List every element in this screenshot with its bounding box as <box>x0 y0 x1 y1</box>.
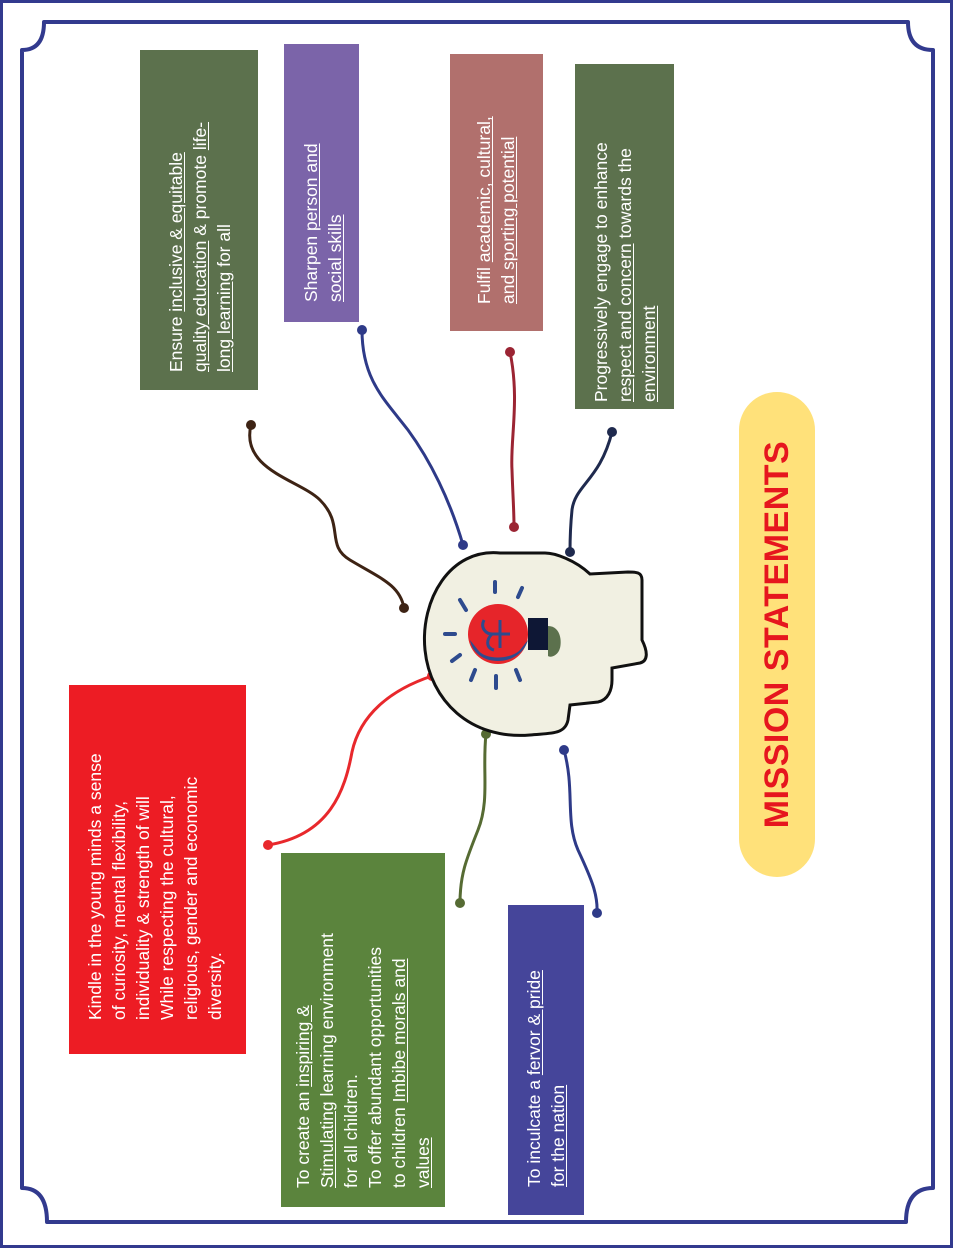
statement-line: diversity. <box>203 753 227 1020</box>
statement-text: To inculcate a fervor & pride for the na… <box>522 970 570 1187</box>
underlined-phrase: environment <box>639 305 659 402</box>
statement-line: long learning for all <box>212 122 236 372</box>
statement-potential: Fulfil academic, cultural,and sporting p… <box>450 54 543 331</box>
statement-line: quality education & promote life- <box>188 122 212 372</box>
underlined-phrase: academic, cultural, <box>474 116 494 263</box>
text-run: Fulfil <box>474 262 494 304</box>
statement-line: While respecting the cultural, <box>155 753 179 1020</box>
underlined-phrase: person and <box>301 143 321 231</box>
connector-skills <box>360 328 465 547</box>
text-run: Sharpen <box>301 230 321 302</box>
statement-line: social skills <box>323 143 347 302</box>
connector-nation <box>562 748 599 915</box>
underlined-phrase: respect and concern <box>615 243 635 402</box>
text-run: for all children. <box>341 1074 361 1188</box>
statement-line: Sharpen person and <box>299 143 323 302</box>
underlined-phrase: long learning <box>214 271 234 372</box>
text-run: To inculcate a <box>524 1075 544 1187</box>
underlined-phrase: inspiring & <box>293 1005 313 1087</box>
title-pill: MISSION STATEMENTS <box>739 392 815 877</box>
statement-line: To inculcate a fervor & pride <box>522 970 546 1187</box>
text-run: To offer abundant opportunities <box>365 947 385 1188</box>
text-run: Ensure <box>166 311 186 372</box>
connector-create <box>458 732 488 905</box>
text-run: Kindle in the young minds a sense <box>85 753 105 1020</box>
text-run: To create an <box>293 1086 313 1188</box>
statement-line: religious, gender and economic <box>179 753 203 1020</box>
text-run: religious, gender and economic <box>181 776 201 1020</box>
underlined-phrase: for the nation <box>548 1084 568 1187</box>
text-run: of curiosity, mental flexibility, <box>109 800 129 1020</box>
underlined-phrase: inclusive & equitable <box>166 152 186 312</box>
statement-line: respect and concern towards the <box>613 142 637 402</box>
statement-line: individuality & strength of will <box>131 753 155 1020</box>
text-run: individuality & strength of will <box>133 796 153 1020</box>
connector-kindle <box>266 674 434 847</box>
text-run: While respecting the cultural, <box>157 795 177 1020</box>
text-run: diversity. <box>205 952 225 1020</box>
statement-nation: To inculcate a fervor & pride for the na… <box>508 905 584 1215</box>
statement-line: To create an inspiring & <box>291 933 315 1188</box>
statement-line: and sporting potential <box>496 116 520 304</box>
statement-line: of curiosity, mental flexibility, <box>107 753 131 1020</box>
underlined-phrase: Stimulating <box>317 1101 337 1188</box>
underlined-phrase: life- <box>190 121 210 151</box>
statement-line: environment <box>637 142 661 402</box>
statement-line: Ensure inclusive & equitable <box>164 122 188 372</box>
statement-line: values <box>411 933 435 1188</box>
statement-line: for the nation <box>546 970 570 1187</box>
statement-line: To offer abundant opportunities <box>363 933 387 1188</box>
statement-line: for all children. <box>339 933 363 1188</box>
underlined-phrase: quality education <box>190 240 210 372</box>
underlined-phrase: and sporting potential <box>498 136 518 304</box>
text-run: learning environment <box>317 933 337 1102</box>
text-run: to children <box>389 1102 409 1188</box>
statement-create: To create an inspiring &Stimulating lear… <box>281 853 445 1207</box>
underlined-phrase: social skills <box>325 214 345 302</box>
text-run: for all <box>214 224 234 272</box>
statement-line: Progressively engage to enhance <box>589 142 613 402</box>
underlined-phrase: fervor & pride <box>524 970 544 1076</box>
connector-inclusive <box>248 423 406 610</box>
connector-environment <box>568 430 614 554</box>
connector-potential <box>508 350 517 529</box>
statement-line: Fulfil academic, cultural, <box>472 116 496 304</box>
statement-line: Kindle in the young minds a sense <box>83 753 107 1020</box>
page-title: MISSION STATEMENTS <box>757 440 796 829</box>
underlined-phrase: Imbibe morals and <box>389 958 409 1103</box>
statement-text: To create an inspiring &Stimulating lear… <box>291 933 435 1188</box>
statement-line: Stimulating learning environment <box>315 933 339 1188</box>
text-run: towards the <box>615 148 635 244</box>
text-run: & promote <box>190 150 210 241</box>
statement-text: Fulfil academic, cultural,and sporting p… <box>472 116 520 304</box>
text-run: Progressively engage to enhance <box>591 142 611 402</box>
statement-line: to children Imbibe morals and <box>387 933 411 1188</box>
underlined-phrase: values <box>413 1137 433 1188</box>
